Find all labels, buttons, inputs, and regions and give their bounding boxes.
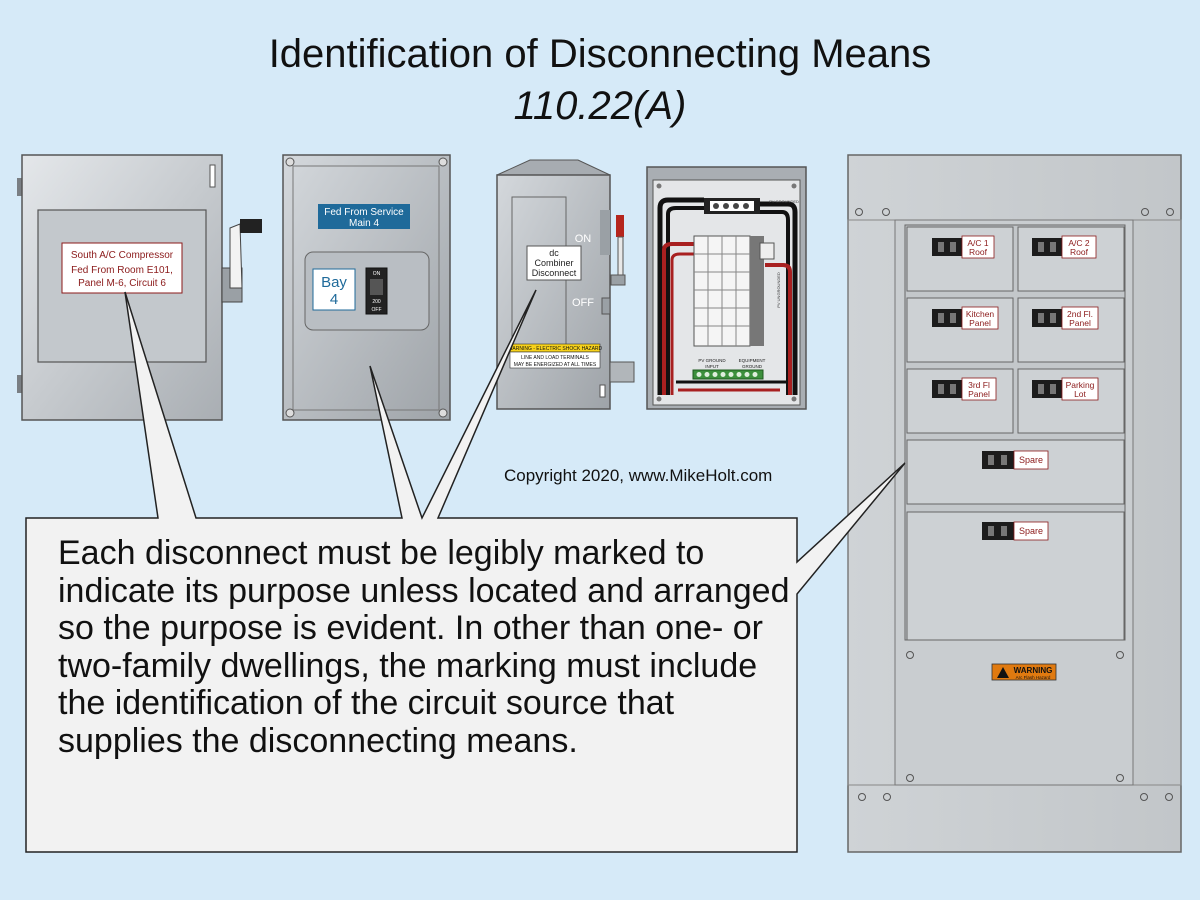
breaker-1-line1: A/C 1 xyxy=(967,238,989,248)
spare-1-label: Spare xyxy=(1019,455,1043,465)
combiner-label-line3: Disconnect xyxy=(532,268,577,278)
breaker-2-line1: A/C 2 xyxy=(1068,238,1090,248)
ac-label-line1: South A/C Compressor xyxy=(71,250,174,261)
warning-title: WARNING xyxy=(1014,666,1053,675)
breaker-6-line1: Parking xyxy=(1066,380,1095,390)
bay-line1: Bay xyxy=(321,274,347,291)
panel-breaker-5: 3rd Fl Panel xyxy=(932,377,997,401)
combiner-on: ON xyxy=(575,233,592,245)
breaker-on: ON xyxy=(373,271,381,277)
pv-ground-input-line1: PV GROUND xyxy=(698,358,726,363)
breaker-rating: 200 xyxy=(372,299,381,305)
arc-flash-warning: WARNING Arc Flash Hazard xyxy=(991,663,1057,681)
equipment-ground-line1: EQUIPMENT xyxy=(739,358,766,363)
ac-label-line3: Panel M-6, Circuit 6 xyxy=(78,278,166,289)
combiner-label-line2: Combiner xyxy=(534,258,573,268)
panel-breaker-1: A/C 1 Roof xyxy=(932,235,995,259)
combiner-warning-line1: WARNING - ELECTRIC SHOCK HAZARD xyxy=(508,346,603,352)
spare-2-label: Spare xyxy=(1019,526,1043,536)
bay-line2: 4 xyxy=(330,291,338,308)
disconnect-ac-compressor: South A/C Compressor Fed From Room E101,… xyxy=(17,154,262,421)
pv-grounded-label: PV GROUNDED xyxy=(769,199,799,204)
title-line2: 110.22(A) xyxy=(513,84,687,128)
callout-bubble xyxy=(25,289,906,853)
disconnect-dc-combiner: ON OFF dc Combiner Disconnect WARNING - … xyxy=(496,159,635,410)
panelboard xyxy=(847,154,1182,853)
pv-ground-input-line2: INPUT xyxy=(705,364,719,369)
combiner-warning-line3: MAY BE ENERGIZED AT ALL TIMES xyxy=(514,362,597,368)
ac-label-line2: Fed From Room E101, xyxy=(71,265,173,276)
panel-breaker-3: Kitchen Panel xyxy=(932,306,999,330)
panel-breaker-6: Parking Lot xyxy=(1032,377,1099,401)
combiner-off: OFF xyxy=(572,297,594,309)
panel-breaker-4: 2nd Fl. Panel xyxy=(1032,306,1099,330)
breaker-4-line1: 2nd Fl. xyxy=(1067,309,1093,319)
breaker-off: OFF xyxy=(372,307,382,313)
warning-subtitle: Arc Flash Hazard xyxy=(1016,675,1051,680)
panel-spare-1: Spare xyxy=(982,450,1049,470)
disconnect-service-main: Fed From Service Main 4 Bay 4 ON 200 OFF xyxy=(282,154,451,421)
combiner-warning-line2: LINE AND LOAD TERMINALS xyxy=(521,355,589,361)
breaker-4-line2: Panel xyxy=(1069,318,1091,328)
panel-spare-2: Spare xyxy=(982,521,1049,541)
breaker-1-line2: Roof xyxy=(969,247,988,257)
breaker-5-line2: Panel xyxy=(968,389,990,399)
pv-ungrounded-label: PV UNGROUNDED xyxy=(776,272,781,308)
service-label-line2: Main 4 xyxy=(349,218,379,229)
breaker-3-line1: Kitchen xyxy=(966,309,995,319)
breaker-2-line2: Roof xyxy=(1070,247,1089,257)
copyright-text: Copyright 2020, www.MikeHolt.com xyxy=(504,466,773,485)
combiner-box-internal: PV GROUNDED PV UNGROUNDED PV GROUND INPU… xyxy=(646,166,807,410)
breaker-6-line2: Lot xyxy=(1074,389,1086,399)
equipment-ground-line2: GROUND xyxy=(742,364,763,369)
service-label-line1: Fed From Service xyxy=(324,207,404,218)
title-line1: Identification of Disconnecting Means xyxy=(268,32,932,76)
callout-text: Each disconnect must be legibly marked t… xyxy=(58,534,790,760)
breaker-3-line2: Panel xyxy=(969,318,991,328)
panel-breaker-2: A/C 2 Roof xyxy=(1032,235,1097,259)
combiner-label-line1: dc xyxy=(549,248,559,258)
breaker-5-line1: 3rd Fl xyxy=(968,380,990,390)
